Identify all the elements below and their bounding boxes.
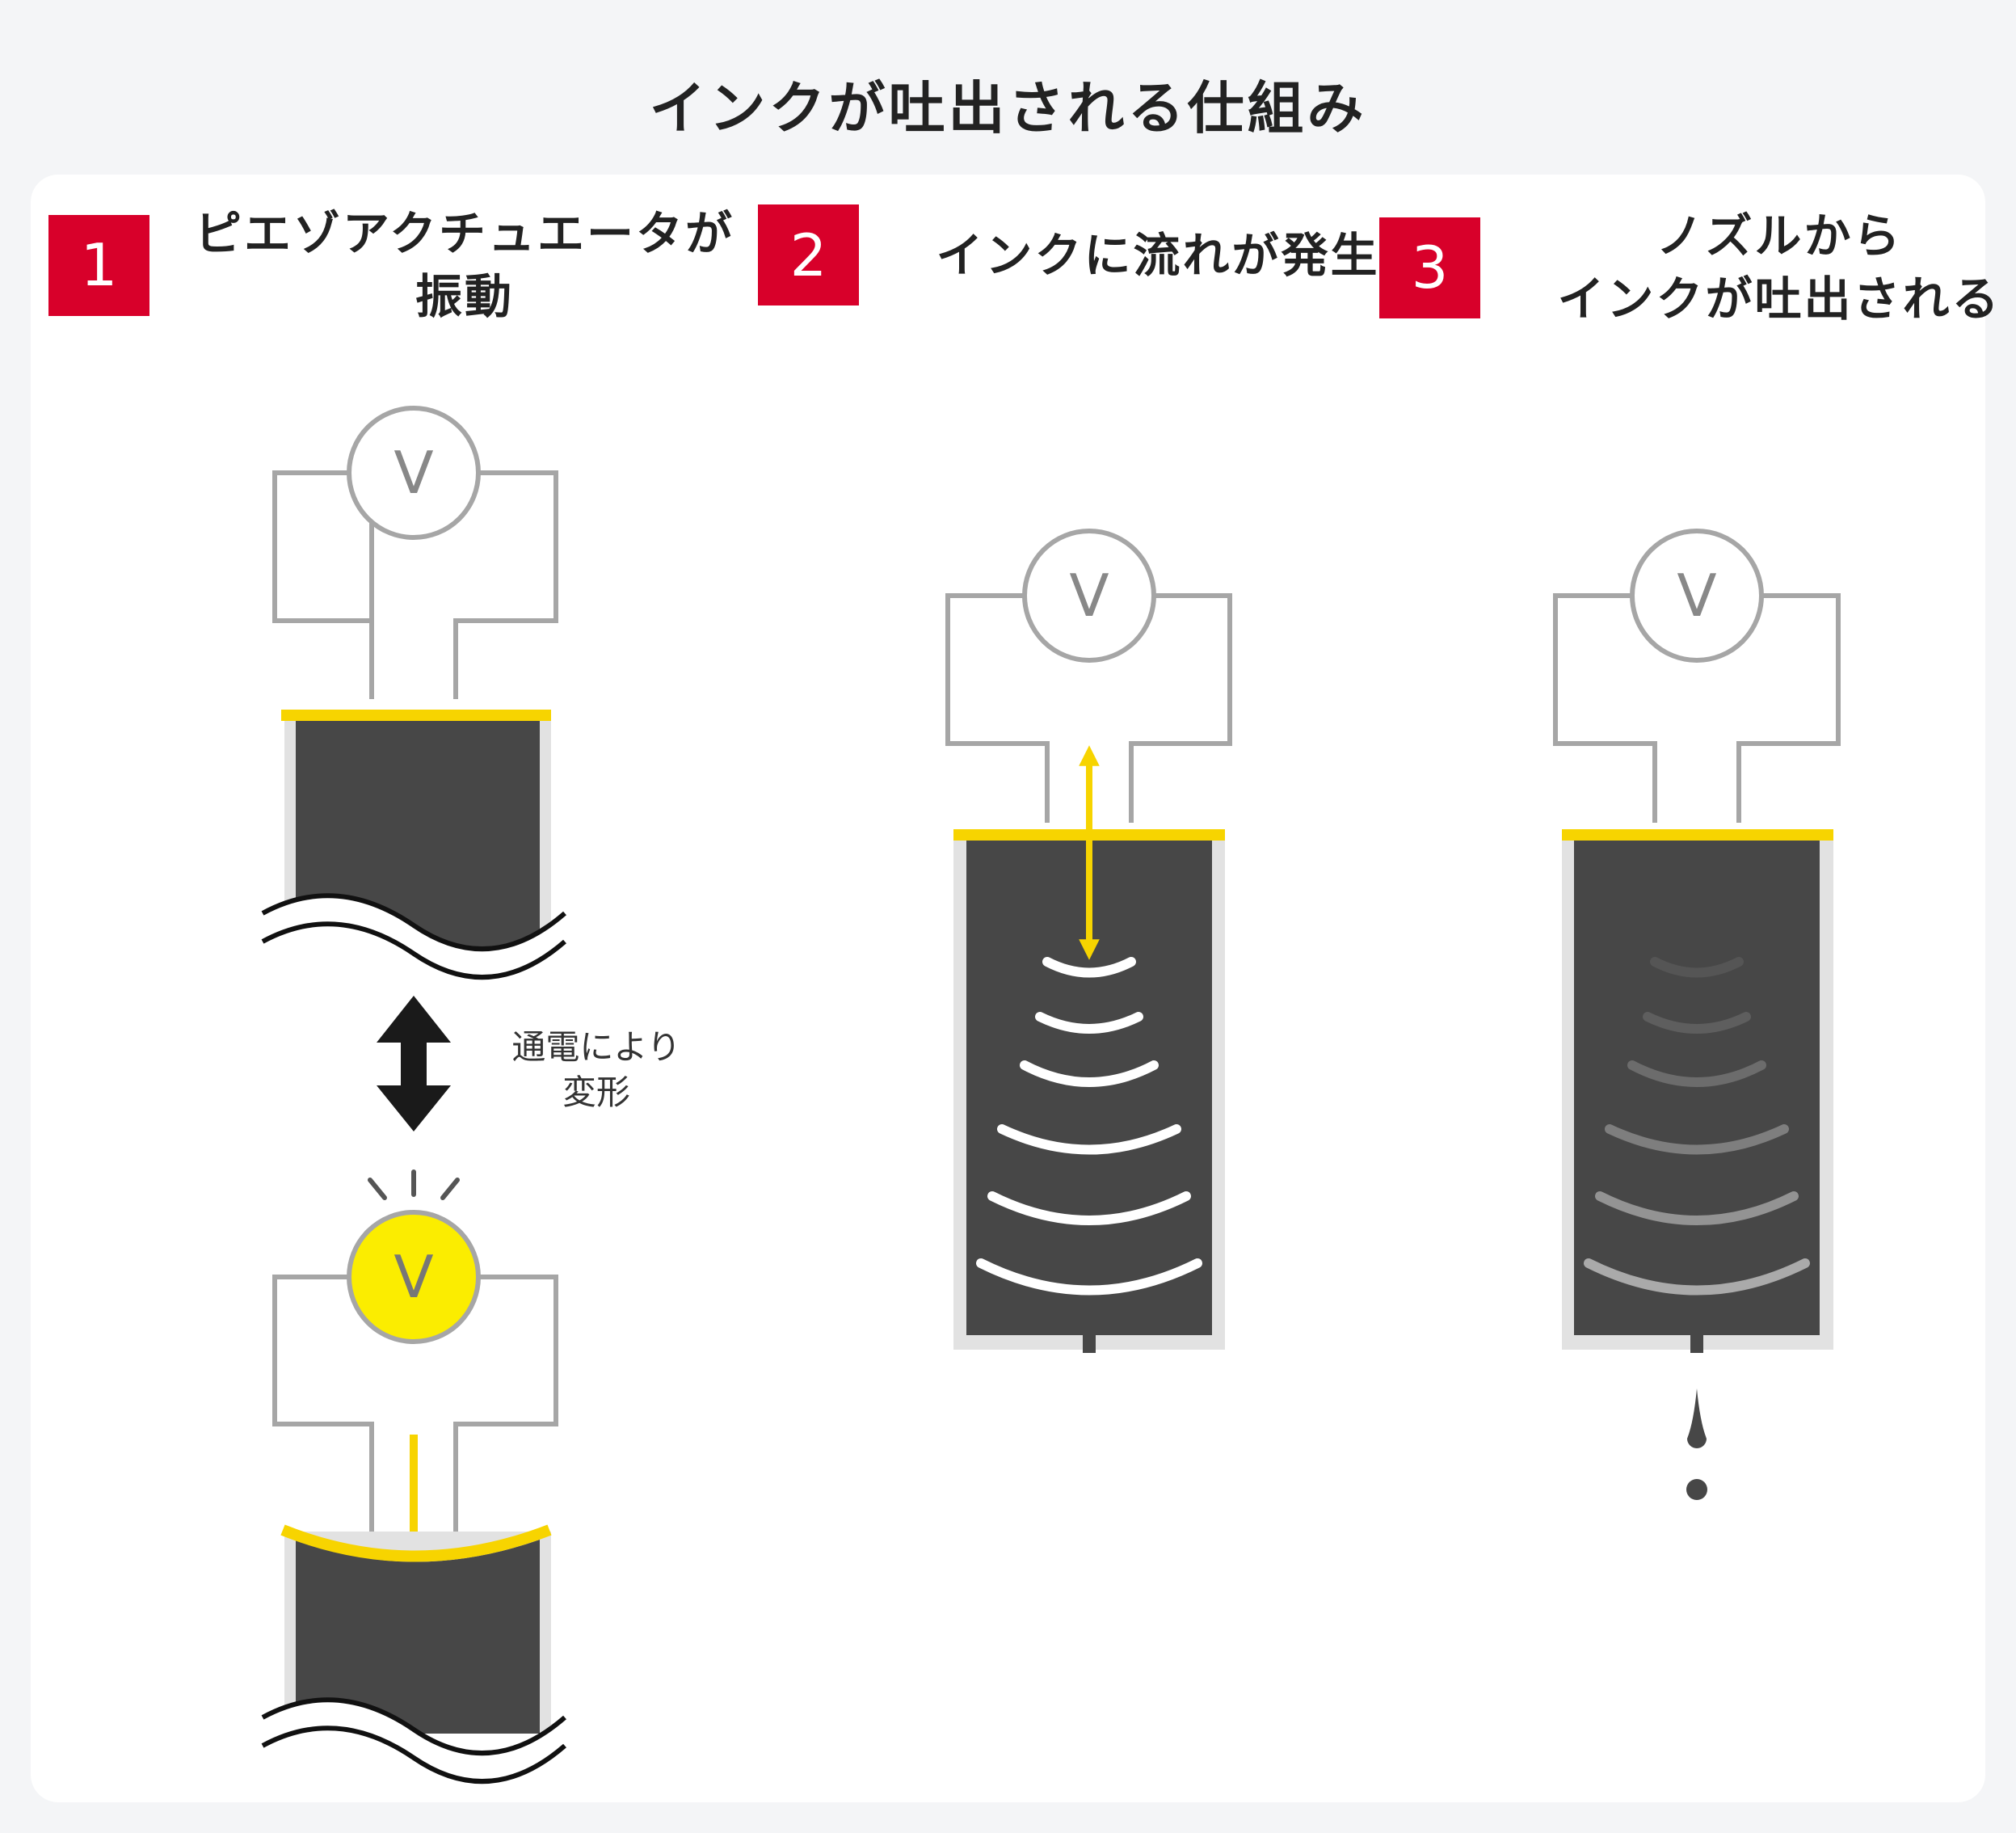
- step-1-badge: 1: [48, 214, 149, 316]
- pressure-waves: [976, 957, 1202, 1296]
- wave-1: [1042, 957, 1136, 978]
- wave-2: [1643, 1012, 1751, 1034]
- step-2-badge: 2: [758, 204, 859, 306]
- step-3-title-line-2: インクが吐出される: [1557, 272, 2001, 327]
- step-3-title-line-1: ノズルから: [1656, 209, 1903, 263]
- light-rays-icon: [368, 1169, 460, 1200]
- voltmeter-icon: V: [1022, 529, 1156, 663]
- voltmeter-label: V: [1069, 562, 1109, 630]
- panel-1-top-actuator: V: [261, 406, 566, 980]
- step-2-title-line-1: インクに流れが発生: [936, 227, 1380, 283]
- panel-1-bottom-actuator: V: [261, 1169, 566, 1790]
- voltmeter-label: V: [394, 439, 433, 507]
- ink-droplet-icon: [1686, 1479, 1707, 1500]
- wave-3: [1020, 1060, 1159, 1087]
- wave-5: [1595, 1191, 1799, 1225]
- panel-2-actuator: V: [945, 529, 1232, 1353]
- wave-5: [987, 1191, 1191, 1225]
- panel-3-actuator: V: [1553, 529, 1841, 1500]
- wave-6: [976, 1258, 1202, 1296]
- piezo-element-bent: [280, 1524, 552, 1562]
- step-2-header: 2 インクに流れが発生: [758, 204, 1457, 306]
- step-1-title-line-2: 振動: [415, 269, 514, 324]
- circuit-wire: [272, 1275, 558, 1544]
- voltmeter-icon: V: [347, 406, 481, 540]
- ink-chamber: [296, 1540, 540, 1734]
- nozzle: [1690, 1335, 1703, 1353]
- step-1-title: ピエゾアクチュエータが 振動: [149, 202, 780, 328]
- deformation-note-line-1: 通電により: [511, 1027, 680, 1067]
- wave-break-icon: [263, 1700, 565, 1790]
- voltmeter-icon: V: [1630, 529, 1764, 663]
- circuit-wire: [945, 593, 1232, 823]
- step-2-title: インクに流れが発生: [859, 224, 1457, 287]
- circuit-wire: [272, 470, 558, 699]
- ink-droplet-icon: [1687, 1388, 1707, 1448]
- fading-waves: [1584, 957, 1810, 1296]
- page-title: インクが吐出される仕組み: [649, 75, 1367, 141]
- voltmeter-icon: V: [347, 1210, 481, 1344]
- piezo-element: [281, 710, 551, 721]
- voltmeter-label: V: [394, 1243, 433, 1311]
- voltmeter-label: V: [1677, 562, 1716, 630]
- wave-3: [1627, 1060, 1766, 1087]
- step-3-badge: 3: [1379, 217, 1480, 318]
- ink-chamber: [1574, 841, 1820, 1335]
- wave-6: [1584, 1258, 1810, 1296]
- wave-4: [1605, 1124, 1789, 1155]
- step-1-title-line-1: ピエゾアクチュエータが: [194, 206, 735, 261]
- wave-break-line: [261, 1697, 566, 1785]
- nozzle: [1083, 1335, 1096, 1353]
- wave-4: [997, 1124, 1181, 1155]
- wave-1: [1650, 957, 1744, 978]
- circuit-wire: [1553, 593, 1841, 823]
- wave-break-line: [261, 893, 566, 980]
- step-3-header: 3 ノズルから インクが吐出される: [1379, 204, 2016, 331]
- piezo-element: [1562, 829, 1833, 841]
- wave-break-icon: [263, 895, 565, 978]
- piezo-element: [953, 829, 1225, 841]
- deformation-note-line-2: 変形: [562, 1072, 630, 1112]
- step-3-title: ノズルから インクが吐出される: [1480, 204, 2016, 331]
- step-1-header: 1 ピエゾアクチュエータが 振動: [48, 202, 780, 328]
- wave-2: [1035, 1012, 1143, 1034]
- double-arrow-icon: [377, 996, 451, 1131]
